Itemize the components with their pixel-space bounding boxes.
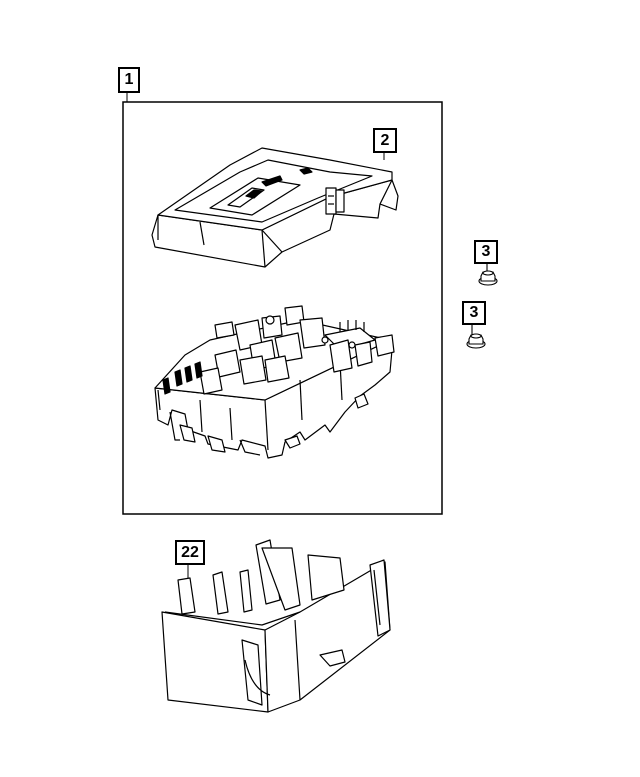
mounting-bracket-icon xyxy=(162,540,390,712)
flange-nut-lower-icon xyxy=(467,325,485,348)
callout-1: 1 xyxy=(118,67,140,93)
callout-22: 22 xyxy=(175,540,205,565)
fuse-box-body-icon xyxy=(155,306,394,458)
callout-2: 2 xyxy=(373,128,397,153)
fuse-box-cover-icon xyxy=(152,148,398,267)
assembly-frame xyxy=(123,102,442,514)
flange-nut-upper-icon xyxy=(479,264,497,285)
callout-3-lower: 3 xyxy=(462,301,486,325)
callout-3-upper: 3 xyxy=(474,240,498,264)
